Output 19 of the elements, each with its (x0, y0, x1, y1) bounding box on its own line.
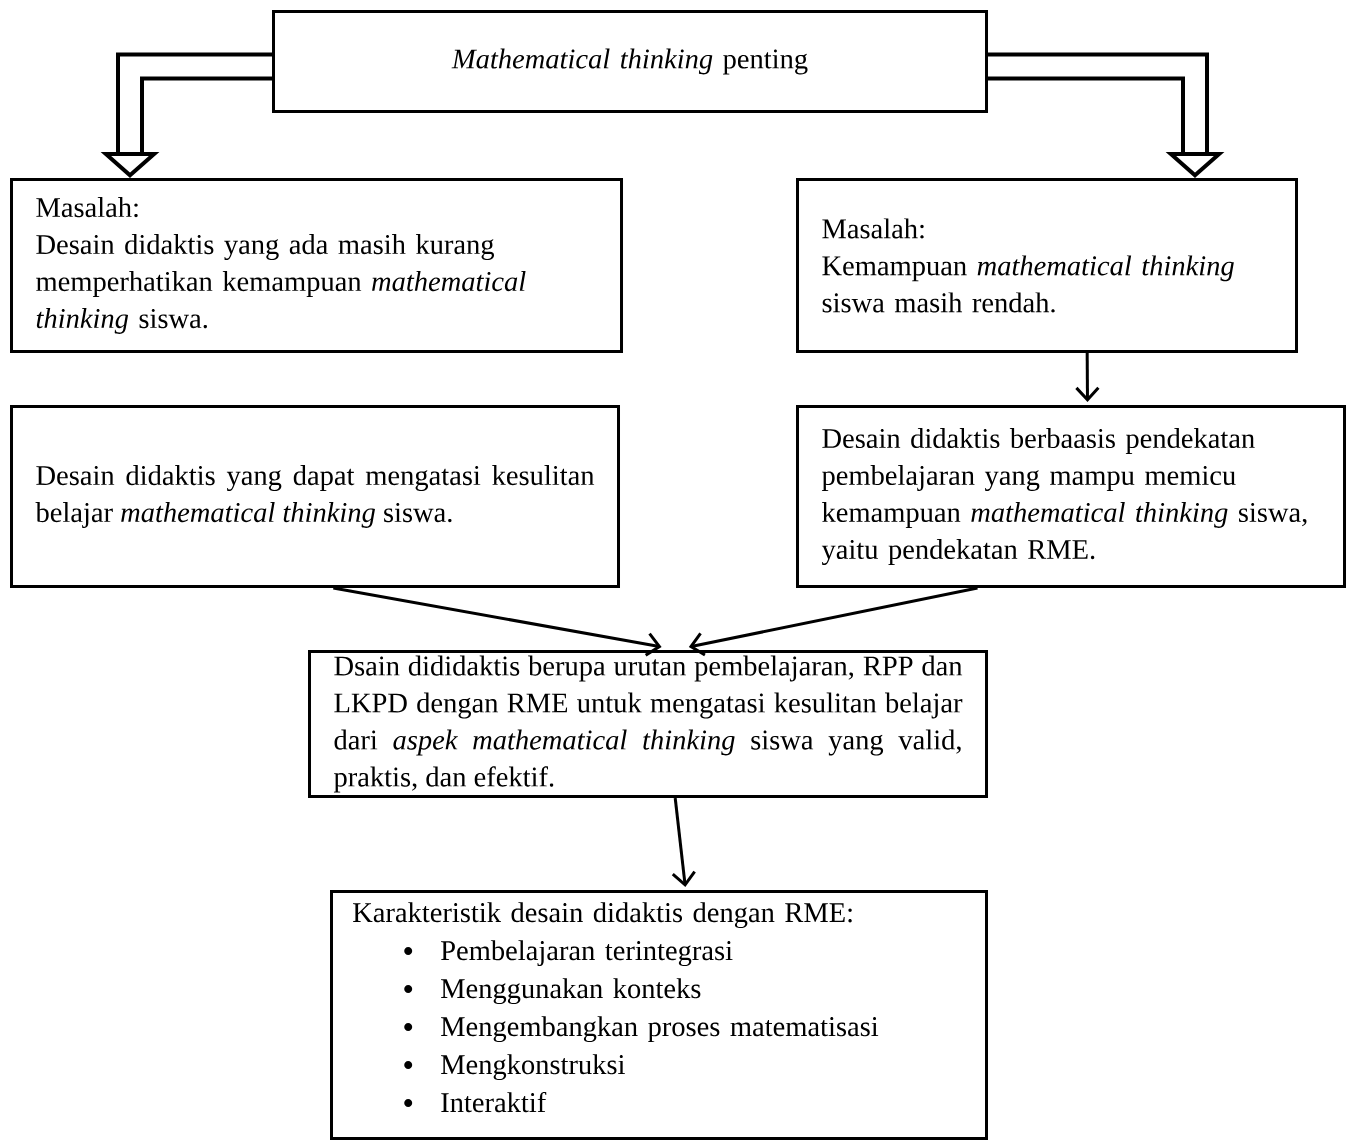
text-box: Masalah: Kemampuan mathematical thinking siswa masih rendah. (796, 178, 1298, 353)
text-box: Desain didaktis yang dapat mengatasi kesulitan belajar mathematical thinking siswa. (10, 405, 620, 588)
node-label: Mengembangkan proses matematisasi (441, 1016, 879, 1043)
node-label: Pembelajaran terintegrasi (441, 940, 733, 967)
text-box (330, 890, 988, 1140)
node-label: Menggunakan konteks (441, 978, 701, 1005)
arrow (333, 586, 662, 657)
text-box: Masalah: Desain didaktis yang ada masih kurang memperhatikan kemampuan mathematical thinking siswa. (10, 178, 623, 353)
node-label: Mengkonstruksi (441, 1054, 625, 1081)
text-box: Desain didaktis berbaasis pendekatan pembelajaran yang mampu memicu kemampuan mathematical thinking siswa, yaitu pendekatan RME. (796, 405, 1346, 588)
node-label: Interaktif (441, 1091, 547, 1113)
node-label: Karakteristik desain didaktis dengan RME: (353, 902, 852, 929)
box-text: Karakteristik desain didaktis dengan RME: Pembelajaran terintegrasi Menggunakan konteks Mengembangkan proses matematisasi Mengkonstruksi Interaktif (353, 902, 879, 1113)
arrow (688, 586, 978, 657)
arrow (671, 797, 696, 887)
arrow (1075, 353, 1100, 402)
text-box: Mathematical thinking penting (272, 10, 988, 113)
block-arrow (988, 52, 1225, 178)
text-box: Dsain dididaktis berupa urutan pembelajaran, RPP dan LKPD dengan RME untuk mengatasi kesulitan belajar dari aspek mathematical thinking siswa yang valid, praktis, dan efektif. (308, 650, 988, 798)
